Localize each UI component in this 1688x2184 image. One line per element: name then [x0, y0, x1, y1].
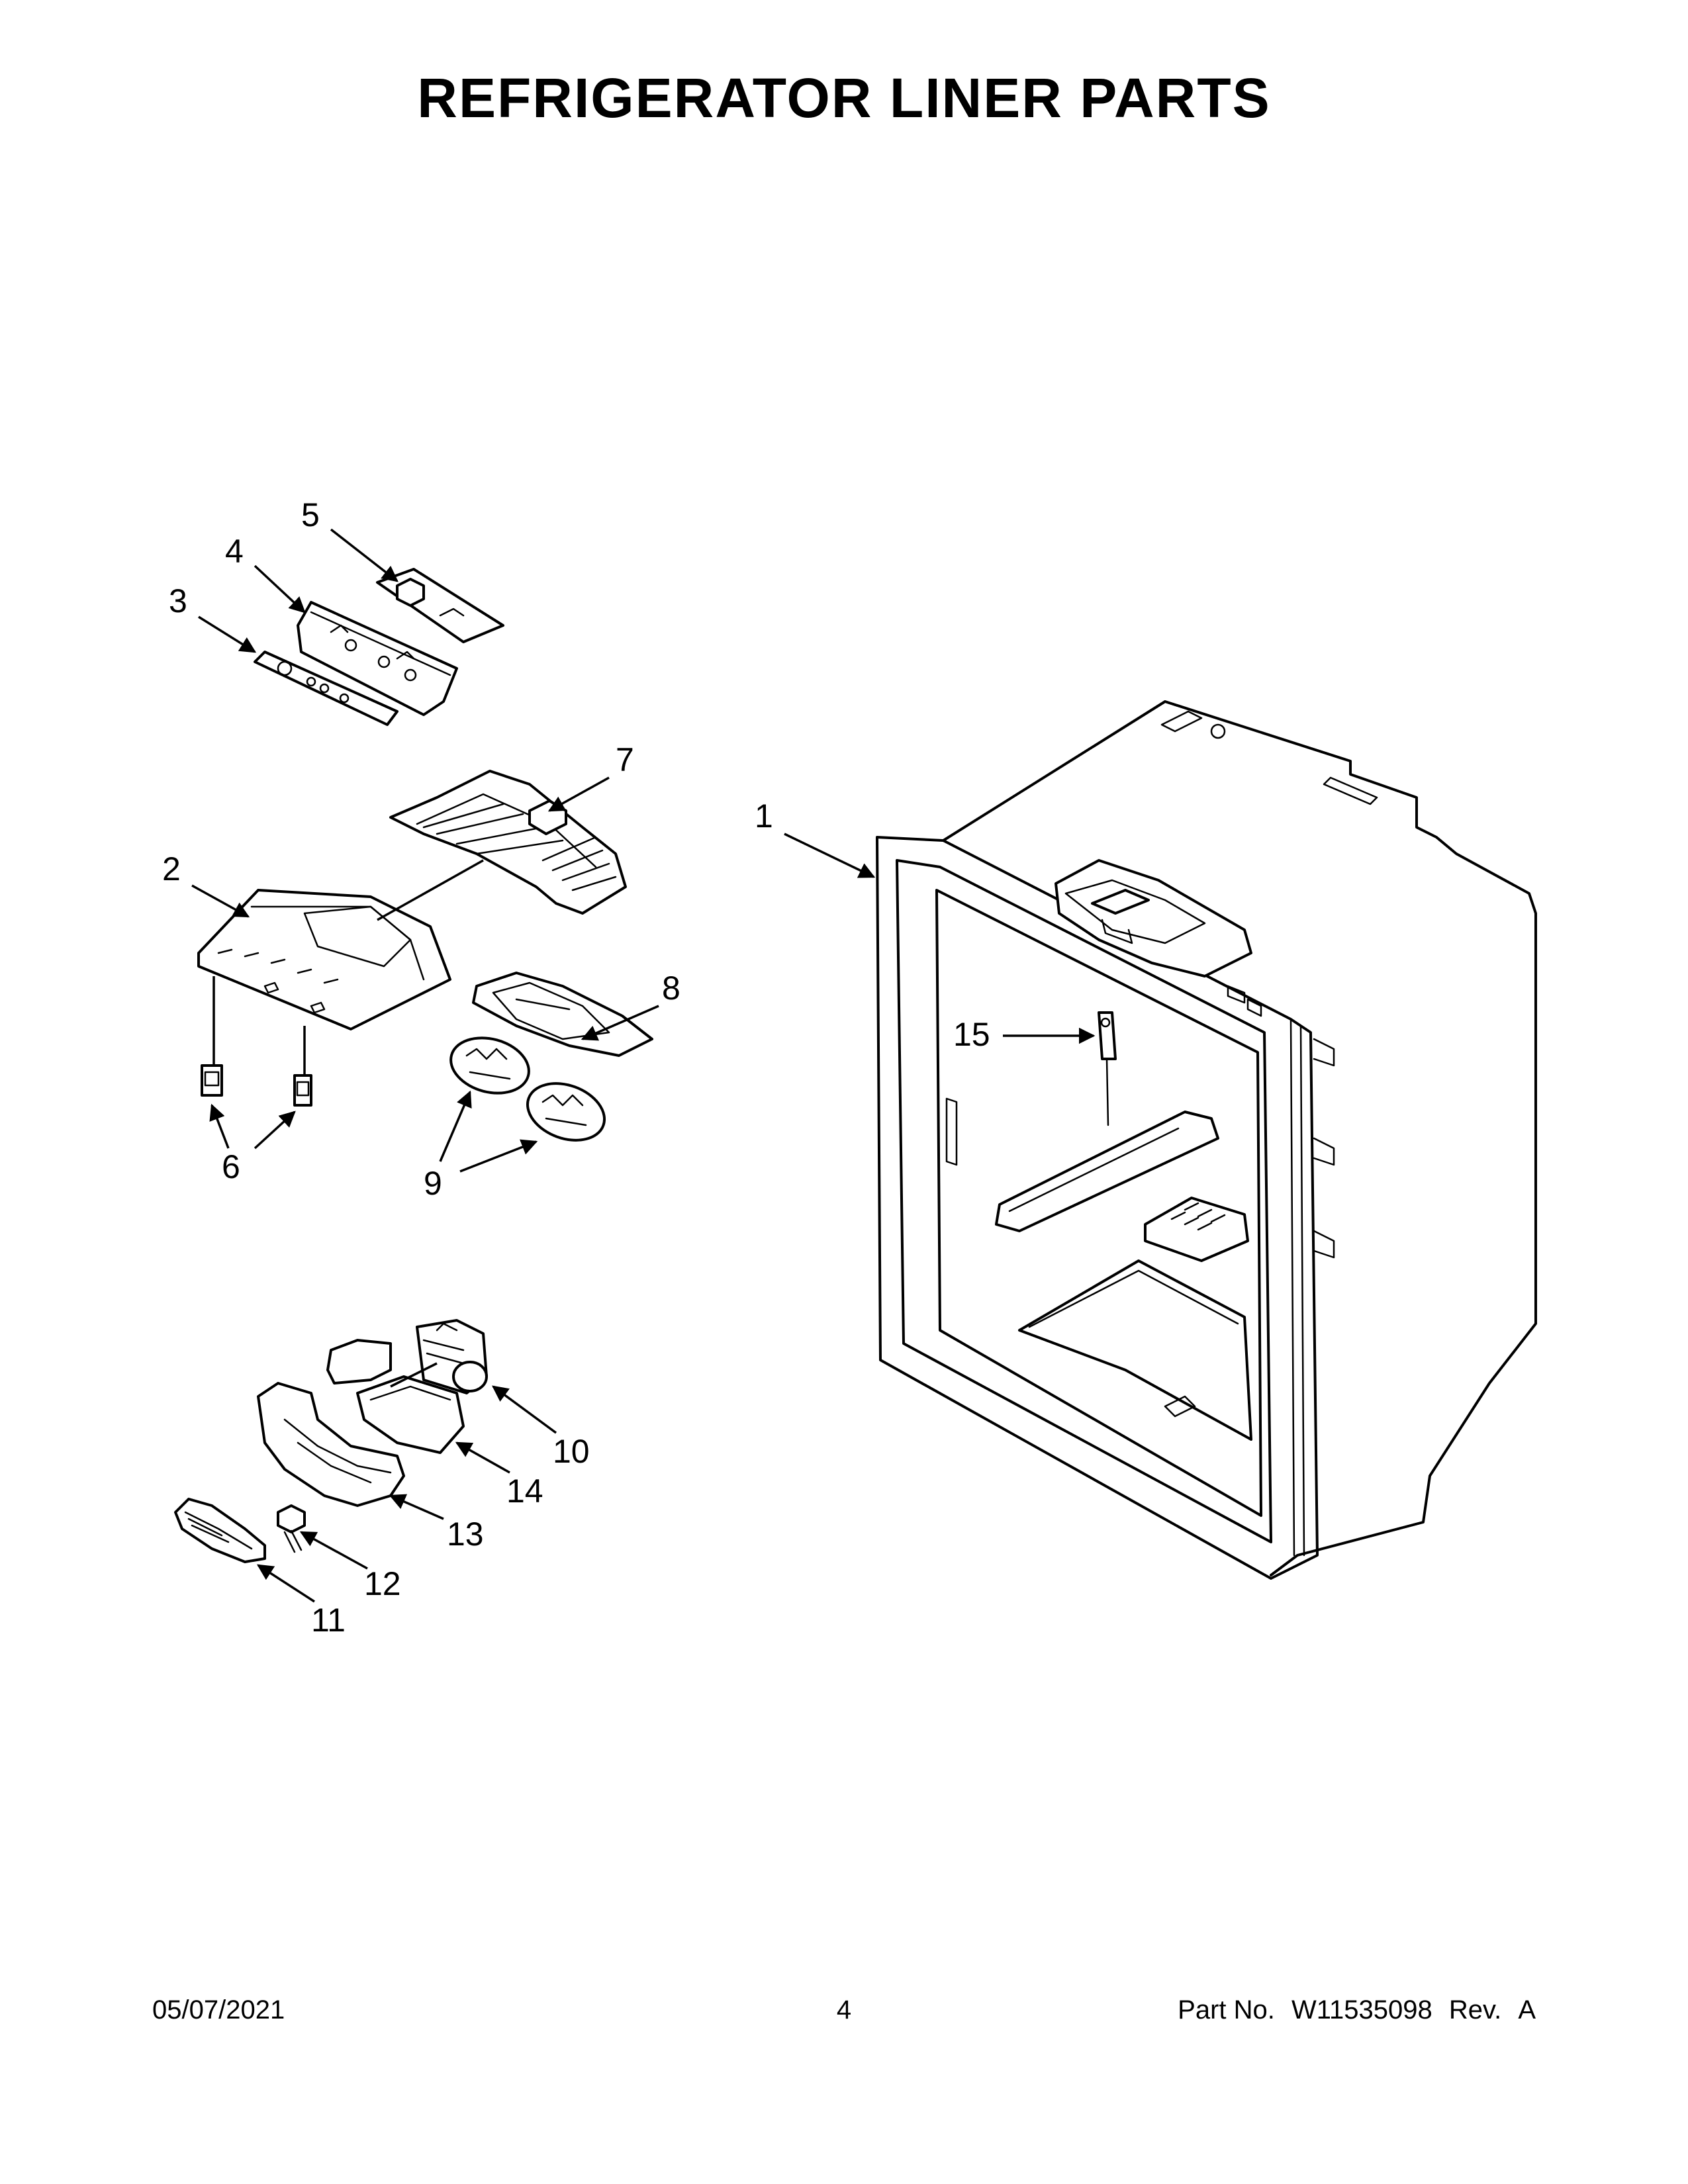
callout-label: 1 — [755, 797, 773, 835]
part-15-probe — [1098, 1011, 1117, 1126]
callout-8: 8 — [581, 970, 680, 1041]
callout-10: 10 — [492, 1385, 590, 1470]
callout-15: 15 — [953, 1016, 1096, 1053]
part-no-label: Part No. — [1178, 1995, 1275, 2025]
part-13-trim — [257, 1382, 405, 1507]
callout-3: 3 — [169, 582, 257, 653]
part-11-pad — [174, 1498, 266, 1563]
part-8-light-housing — [472, 972, 653, 1057]
callout-label: 11 — [311, 1602, 346, 1639]
part-3-overlay — [254, 651, 399, 726]
callout-13: 13 — [389, 1494, 484, 1553]
part-1-liner — [876, 700, 1537, 1580]
callout-label: 13 — [447, 1516, 484, 1553]
callout-label: 8 — [662, 970, 680, 1007]
part-7-air-duct — [389, 770, 627, 915]
part-12-screw — [277, 1504, 306, 1553]
part-no-value: W11535098 — [1291, 1995, 1432, 2025]
callout-label: 9 — [424, 1165, 442, 1202]
callout-label: 3 — [169, 582, 187, 619]
callout-4: 4 — [225, 533, 306, 614]
callout-5: 5 — [301, 496, 399, 582]
callout-label: 4 — [225, 533, 244, 570]
callout-label: 15 — [953, 1016, 990, 1053]
callout-11: 11 — [256, 1564, 346, 1639]
callout-label: 5 — [301, 496, 320, 533]
callout-label: 6 — [222, 1148, 240, 1185]
callout-2: 2 — [162, 850, 250, 918]
part-10-dispenser-module — [416, 1319, 488, 1394]
footer-part-number: Part No. W11535098 Rev. A — [1178, 1995, 1536, 2025]
part-4-control-housing — [297, 601, 458, 716]
callout-1: 1 — [755, 797, 876, 878]
callout-12: 12 — [299, 1531, 401, 1602]
callout-label: 10 — [553, 1433, 590, 1470]
callout-7: 7 — [547, 741, 634, 812]
footer-date: 05/07/2021 — [152, 1995, 285, 2025]
part-6-switches — [201, 976, 312, 1107]
callout-label: 14 — [506, 1473, 543, 1510]
callout-label: 2 — [162, 850, 181, 887]
part-2-housing — [197, 889, 451, 1030]
footer-page-number: 4 — [836, 1995, 852, 2025]
part-5-control-board — [376, 568, 504, 643]
part-9-led-lights — [449, 1036, 606, 1142]
callout-6: 6 — [209, 1103, 296, 1185]
callout-label: 7 — [616, 741, 634, 778]
part-14-bracket — [326, 1339, 465, 1454]
callout-14: 14 — [455, 1441, 543, 1510]
rev-value: A — [1518, 1995, 1536, 2025]
callout-9: 9 — [424, 1090, 538, 1202]
callout-label: 12 — [364, 1565, 401, 1602]
rev-label: Rev. — [1448, 1995, 1502, 2025]
page-title: REFRIGERATOR LINER PARTS — [417, 67, 1271, 129]
